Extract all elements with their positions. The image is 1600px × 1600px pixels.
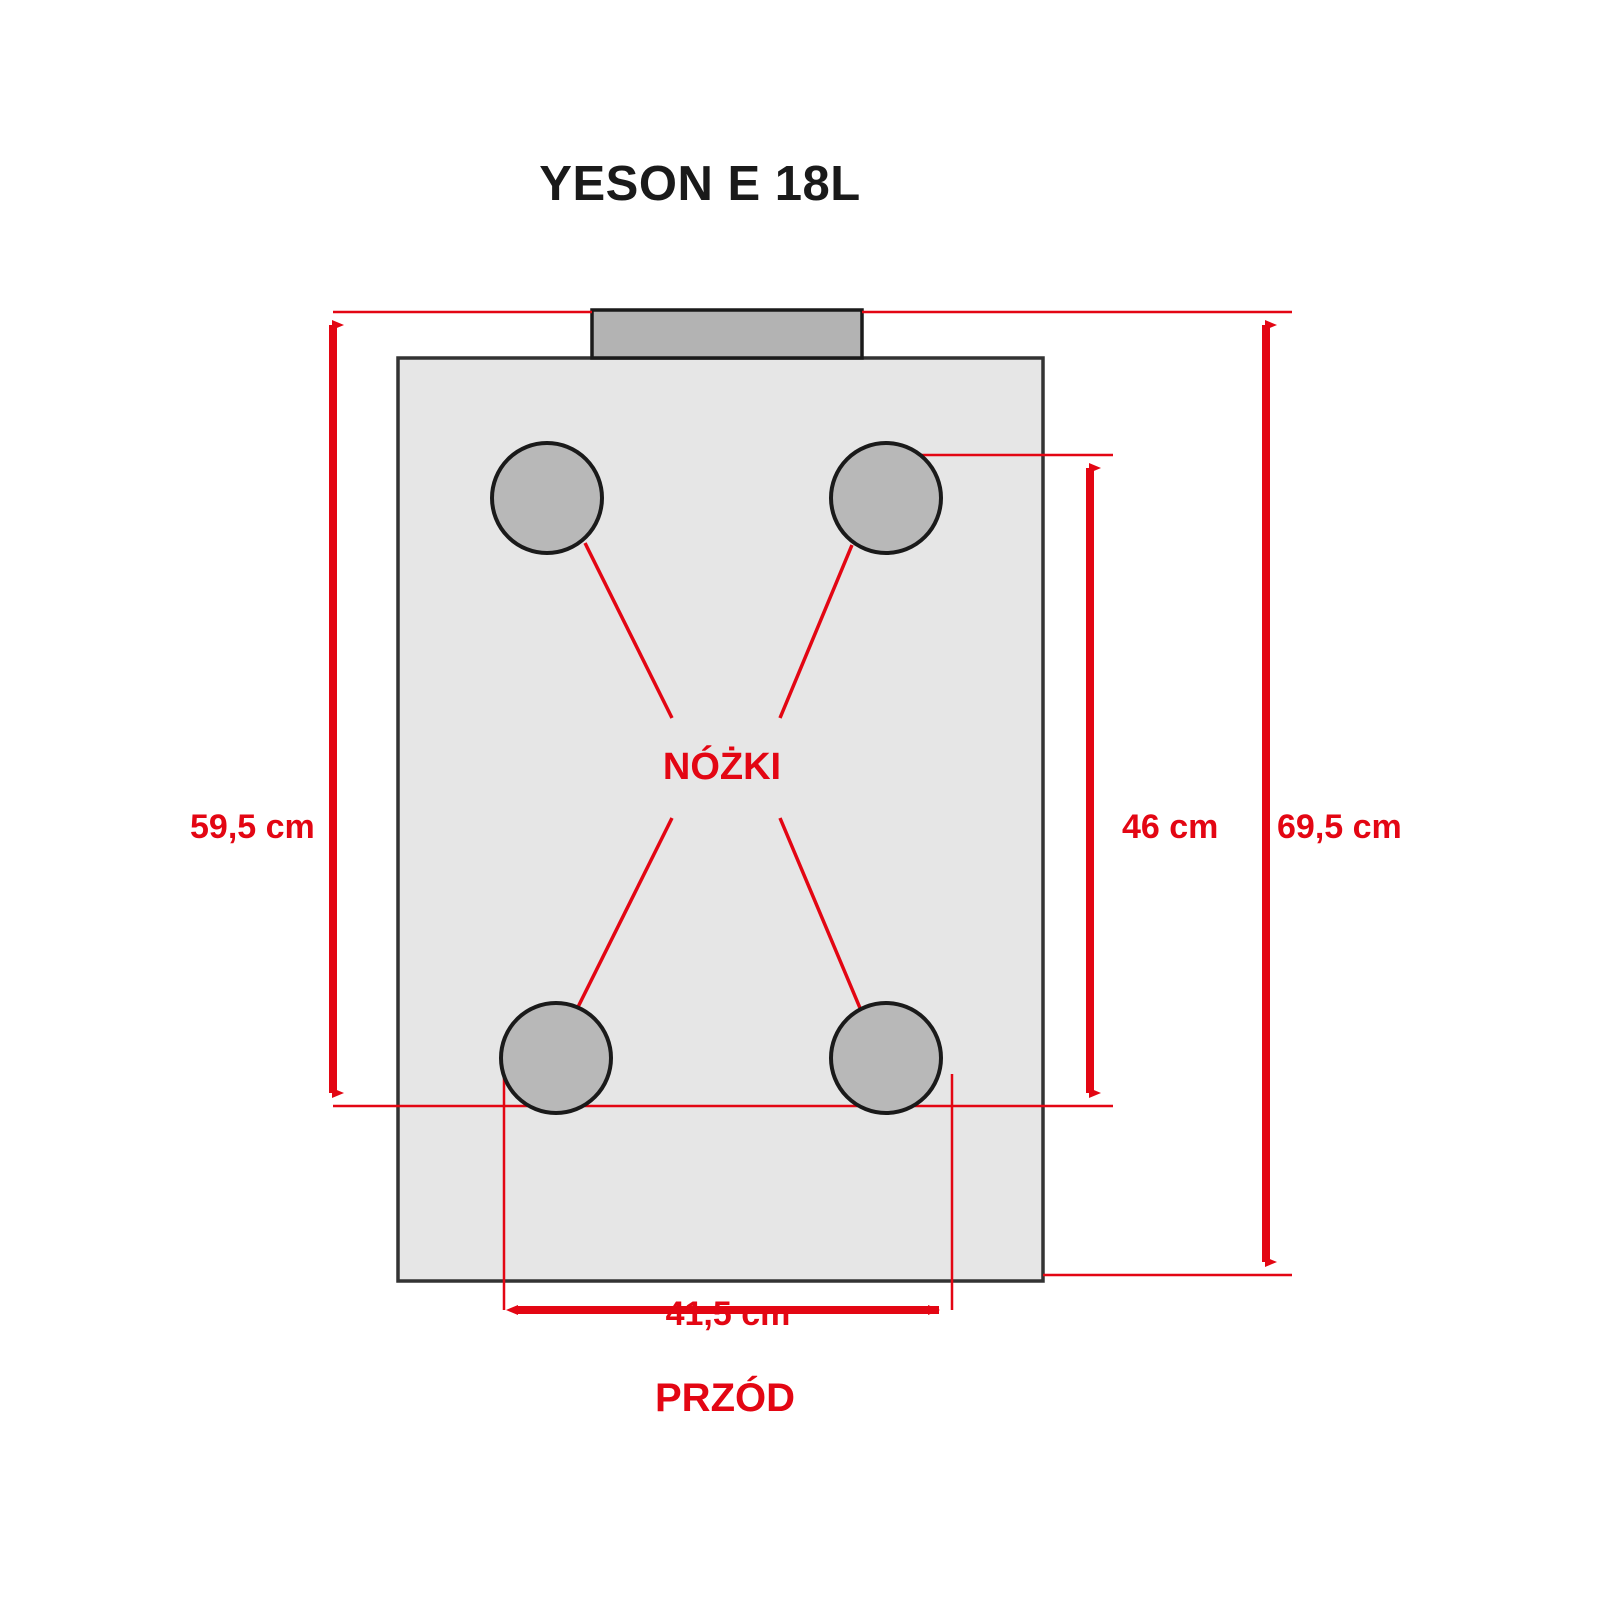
dimension-label-height-overall: 59,5 cm: [190, 808, 315, 846]
foot-top-left: [490, 441, 604, 555]
dimension-label-depth-total: 69,5 cm: [1277, 808, 1402, 846]
dimension-label-feet-vertical: 46 cm: [1122, 808, 1219, 846]
annotation-label-feet: NÓŻKI: [662, 746, 782, 788]
leader-line-top-right: [778, 544, 854, 719]
annotation-label-front: PRZÓD: [655, 1376, 795, 1420]
leader-line-bottom-right: [778, 817, 862, 1009]
leader-line-bottom-left: [576, 817, 674, 1008]
foot-top-right: [829, 441, 943, 555]
leader-line-top-left: [583, 542, 674, 719]
foot-bottom-right: [829, 1001, 943, 1115]
foot-bottom-left: [499, 1001, 613, 1115]
dimension-label-feet-horizontal: 41,5 cm: [665, 1295, 791, 1333]
page-title: YESON E 18L: [539, 157, 861, 211]
back-panel-rect: [590, 308, 864, 360]
